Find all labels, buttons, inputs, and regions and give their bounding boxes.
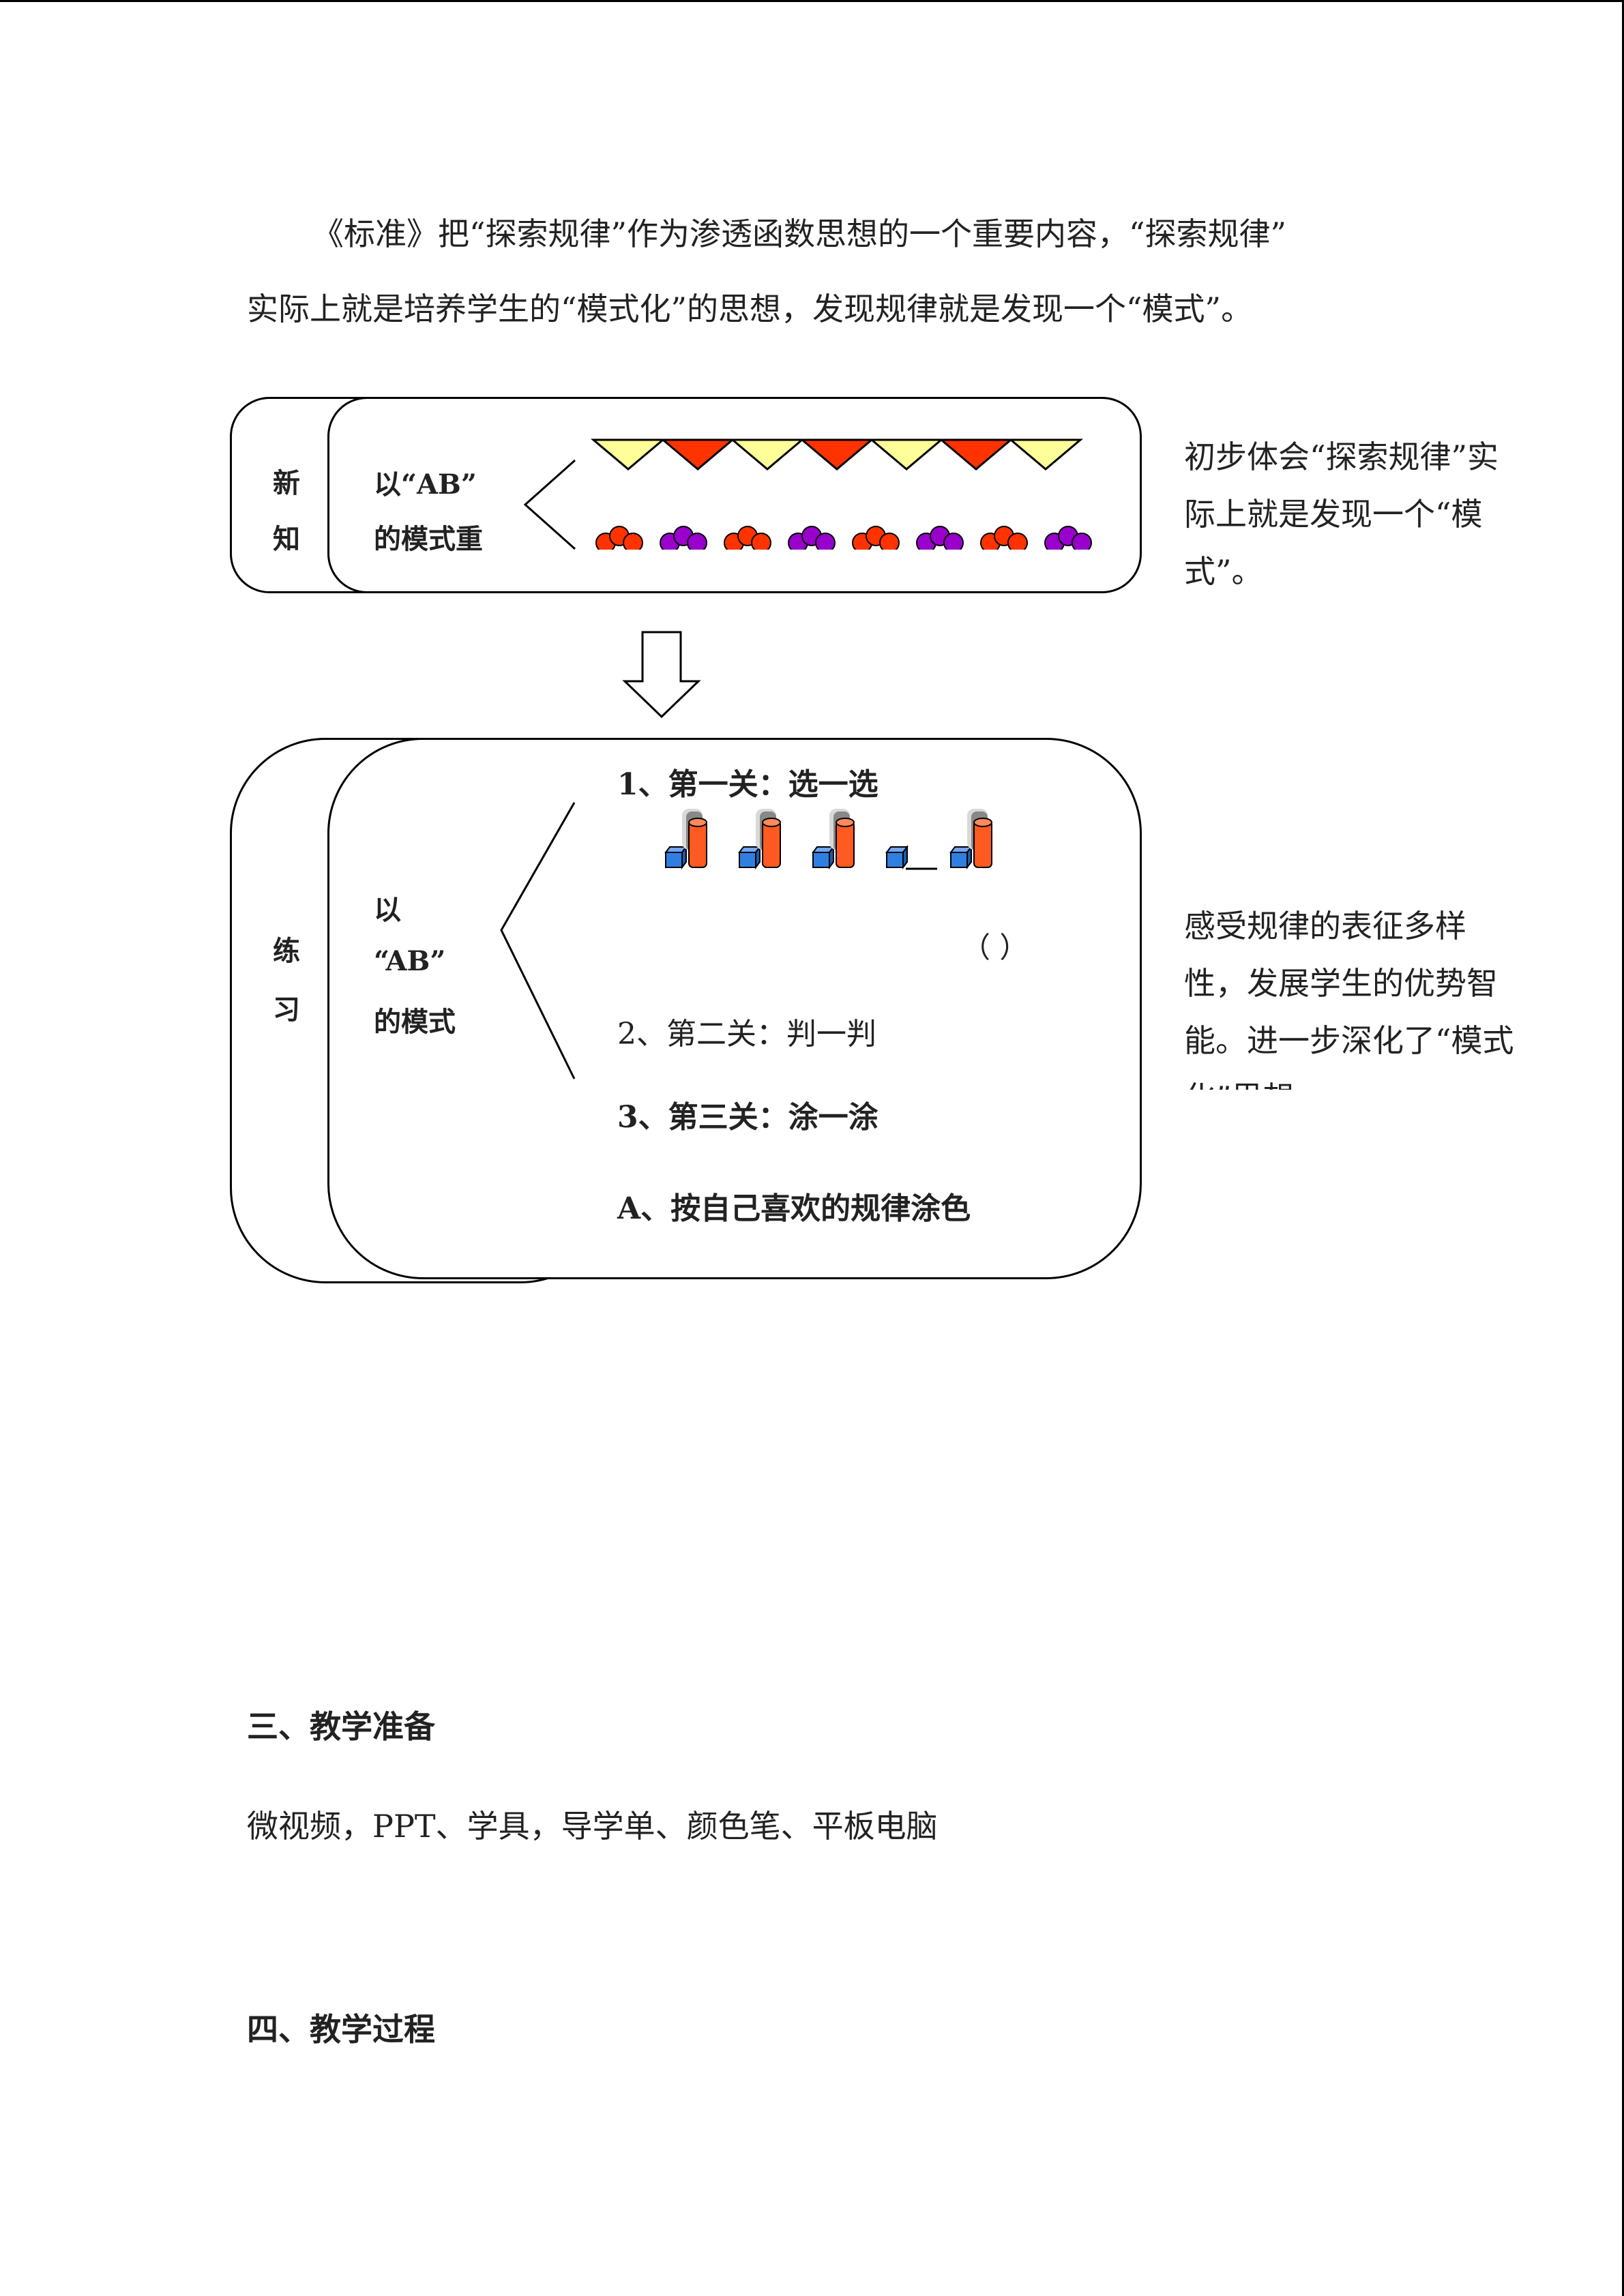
down-arrow-icon <box>622 631 701 719</box>
practice-tab-char-1: 练 <box>273 935 300 967</box>
pattern-flower <box>658 526 709 559</box>
practice-label-line-3: 的模式 <box>374 1006 456 1038</box>
new-knowledge-front-box <box>327 397 1142 593</box>
pattern-cube <box>738 845 761 869</box>
pattern-triangle <box>590 438 666 471</box>
intro-paragraph: 《标准》把“探索规律”作为渗透函数思想的一个重要内容，“探索规律” 实际上就是培… <box>247 196 1393 346</box>
pattern-cube <box>949 845 973 869</box>
pattern-triangle <box>868 438 945 471</box>
practice-note: 感受规律的表征多样性，发展学生的优势智能。进一步深化了“模式化”思想 <box>1184 908 1514 1090</box>
answer-blank-paren: （ ） <box>962 931 1029 964</box>
pattern-cylinder <box>682 809 707 868</box>
pattern-flower <box>850 526 902 559</box>
pattern-triangle <box>938 438 1014 471</box>
pattern-flower <box>978 526 1030 559</box>
practice-level-3: 3、第三关：涂一涂 <box>617 1100 879 1135</box>
practice-front-box <box>327 738 1142 1279</box>
new-knowledge-label-line-2: 的模式重 <box>374 523 483 555</box>
new-knowledge-bracket <box>523 459 576 550</box>
pattern-cylinder <box>756 809 781 868</box>
pattern-triangle <box>799 438 875 471</box>
pattern-flower <box>593 526 645 559</box>
new-knowledge-note: 初步体会“探索规律”实际上就是发现一个“模式”。 <box>1184 438 1499 590</box>
process-heading: 四、教学过程 <box>247 2011 435 2048</box>
pattern-flower <box>786 526 838 559</box>
pattern-cylinder <box>967 809 992 868</box>
practice-level-1: 1、第一关：选一选 <box>617 767 879 802</box>
practice-label-line-1: 以 <box>374 894 401 926</box>
pattern-cube <box>664 845 688 869</box>
practice-task-a: A、按自己喜欢的规律涂色 <box>617 1191 971 1226</box>
triangle-pattern <box>590 438 1084 471</box>
practice-label-line-2: “AB” <box>374 945 446 977</box>
pattern-flower <box>722 526 773 559</box>
pattern-cylinder <box>829 809 855 868</box>
intro-line-1: 《标准》把“探索规律”作为渗透函数思想的一个重要内容，“探索规律” <box>312 215 1287 252</box>
pattern-triangle <box>729 438 806 471</box>
flower-pattern <box>593 526 1094 559</box>
pattern-triangle <box>660 438 736 471</box>
pattern-flower <box>1042 526 1094 559</box>
practice-level-2: 2、第二关：判一判 <box>617 1017 876 1052</box>
practice-tab-char-2: 习 <box>273 994 300 1026</box>
block-cylinder-pattern <box>664 809 992 870</box>
pattern-cube <box>812 845 835 869</box>
practice-bracket <box>500 802 576 1079</box>
new-knowledge-tab-char-2: 知 <box>273 523 300 555</box>
right-border <box>1622 0 1624 2296</box>
new-knowledge-label-line-1: 以“AB” <box>374 468 477 501</box>
prep-heading: 三、教学准备 <box>247 1708 435 1745</box>
intro-line-2: 实际上就是培养学生的“模式化”的思想，发现规律就是发现一个“模式”。 <box>247 290 1253 327</box>
pattern-triangle <box>1007 438 1084 471</box>
pattern-cube <box>885 845 909 869</box>
prep-items: 微视频，PPT、学具，导学单、颜色笔、平板电脑 <box>247 1808 938 1845</box>
pattern-flower <box>914 526 966 559</box>
top-border <box>0 0 1624 2</box>
new-knowledge-tab-char-1: 新 <box>273 467 300 499</box>
